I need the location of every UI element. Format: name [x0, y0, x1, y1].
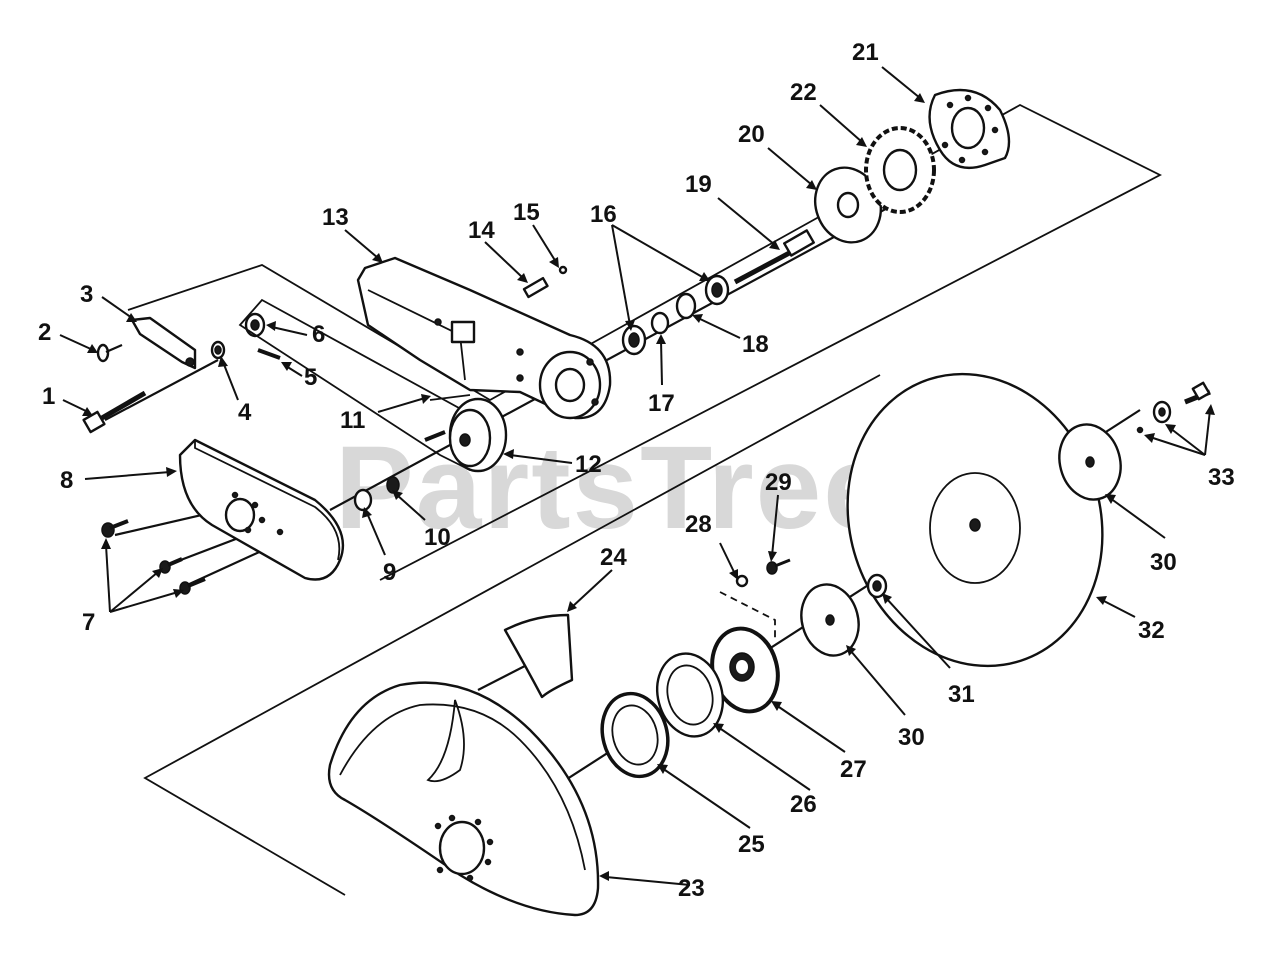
part-guard-disc	[928, 88, 1011, 170]
part-belt-tensioner	[429, 394, 471, 401]
part-cover-bolts	[101, 519, 206, 595]
part-guard-insert	[503, 613, 574, 699]
callout-22: 22	[790, 79, 817, 106]
callout-13: 13	[322, 204, 349, 231]
callout-31: 31	[948, 681, 975, 708]
part-small-pin	[558, 265, 568, 275]
callout-7: 7	[82, 609, 95, 636]
callout-11: 11	[340, 407, 365, 434]
part-bracket	[130, 316, 197, 370]
part-screw-small	[96, 343, 123, 363]
part-washer-10	[386, 476, 400, 494]
callout-12: 12	[575, 451, 602, 478]
part-belt-cover-outer	[178, 438, 345, 581]
part-bolt-long	[82, 390, 147, 434]
callout-6: 6	[312, 321, 325, 348]
callout-9: 9	[383, 559, 396, 586]
part-seal-ring	[600, 691, 670, 779]
callout-27: 27	[840, 756, 867, 783]
part-cutting-blade	[846, 372, 1104, 668]
callout-15: 15	[513, 199, 540, 226]
callout-29: 29	[765, 469, 792, 496]
assembly-frame-lower	[143, 374, 881, 896]
callout-14: 14	[468, 217, 495, 244]
part-nut	[244, 312, 266, 338]
bracket-hole	[185, 357, 195, 367]
callout-5: 5	[304, 364, 317, 391]
part-pin	[257, 348, 281, 360]
part-spring-pin	[522, 276, 549, 299]
part-belt-housing	[356, 256, 612, 420]
dashed-bracket-outline	[719, 591, 776, 640]
part-blade-flange-outer	[1058, 423, 1122, 501]
callout-labels: 1 2 3 4 5 6 7 8 9 10 11 12 13 14 15 16 1…	[38, 39, 1235, 902]
part-nut-9	[353, 488, 373, 512]
callout-4: 4	[238, 399, 252, 426]
part-screw-28	[735, 574, 749, 588]
callout-20: 20	[738, 121, 765, 148]
callout-2: 2	[38, 319, 51, 346]
washer-hole	[214, 345, 222, 355]
part-blade-guard	[327, 681, 600, 917]
callout-25: 25	[738, 831, 765, 858]
callout-23: 23	[678, 875, 705, 902]
part-spindle	[733, 229, 815, 285]
callout-28: 28	[685, 511, 712, 538]
callout-19: 19	[685, 171, 712, 198]
part-arbor-nut	[866, 573, 888, 599]
part-blade-flange-inner	[800, 583, 860, 657]
part-sprocket	[864, 126, 936, 214]
callout-26: 26	[790, 791, 817, 818]
part-bearing-b	[704, 274, 730, 306]
callout-32: 32	[1138, 617, 1165, 644]
part-spacer	[650, 311, 670, 335]
part-screw-29	[766, 558, 791, 575]
part-snap-ring	[675, 292, 697, 320]
callout-10: 10	[424, 524, 451, 551]
callout-leaders	[59, 66, 1215, 886]
callout-21: 21	[852, 39, 879, 66]
callout-17: 17	[648, 390, 675, 417]
callout-3: 3	[80, 281, 93, 308]
callout-30-upper: 30	[1150, 549, 1177, 576]
part-gasket-ring	[656, 652, 724, 738]
callout-33: 33	[1208, 464, 1235, 491]
part-pulley	[424, 397, 508, 473]
upper-axis-line	[104, 359, 219, 421]
callout-18: 18	[742, 331, 769, 358]
assembly-frame-upper	[127, 103, 1162, 581]
part-bearing-a	[621, 324, 647, 356]
callout-1: 1	[42, 383, 55, 410]
callout-30-lower: 30	[898, 724, 925, 751]
callout-8: 8	[60, 467, 73, 494]
part-blade-bolt	[1136, 381, 1211, 434]
callout-24: 24	[600, 544, 627, 571]
watermark-text: PartsTree	[335, 422, 891, 554]
callout-16: 16	[590, 201, 617, 228]
part-flange-washer	[814, 166, 882, 244]
